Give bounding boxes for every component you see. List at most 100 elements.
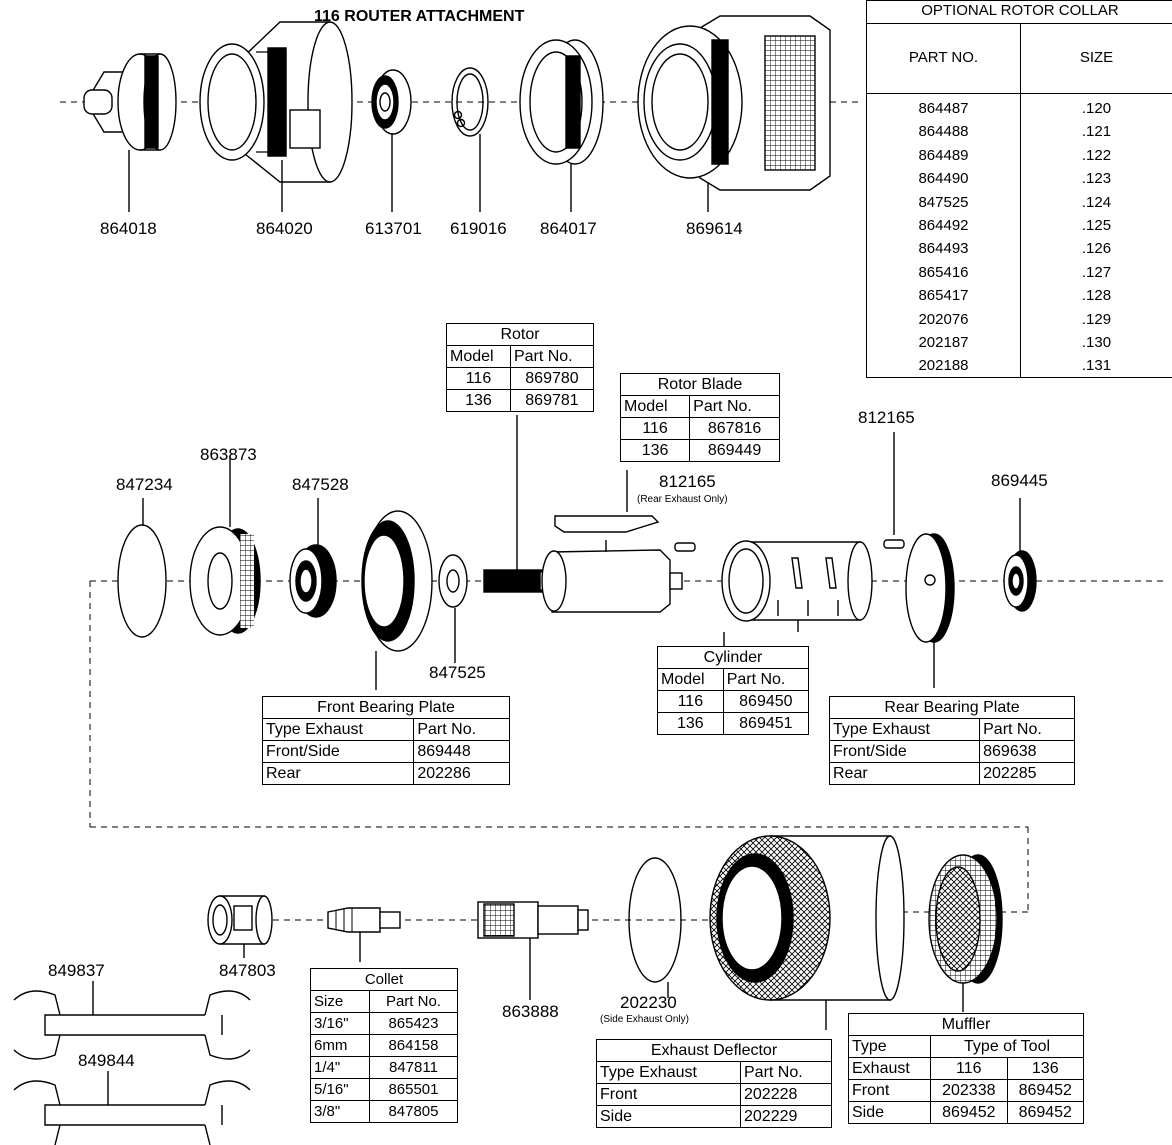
part-muffler bbox=[928, 854, 1003, 1012]
exhaust-deflector-col-part: Part No. bbox=[740, 1061, 832, 1084]
rear-exhaust-only-note: (Rear Exhaust Only) bbox=[637, 494, 728, 505]
front-bearing-col-type: Type Exhaust bbox=[261, 718, 415, 741]
part-863873 bbox=[189, 456, 261, 636]
part-label-619016: 619016 bbox=[450, 219, 507, 238]
part-847525 bbox=[438, 554, 468, 663]
rear-bearing-title: Rear Bearing Plate bbox=[829, 696, 1075, 719]
part-849844-wrench bbox=[13, 1071, 251, 1145]
exhaust-deflector-type: Side bbox=[596, 1105, 741, 1128]
collar-part: 865417 bbox=[918, 287, 969, 305]
collar-size: .123 bbox=[1081, 170, 1112, 188]
part-label-613701: 613701 bbox=[365, 219, 422, 238]
collar-size: .121 bbox=[1081, 123, 1112, 141]
collar-size: .128 bbox=[1081, 287, 1112, 305]
part-812165-pin bbox=[883, 432, 905, 549]
part-label-812165: 812165 bbox=[858, 408, 915, 427]
front-bearing-col-part: Part No. bbox=[413, 718, 510, 741]
collet-part: 847805 bbox=[368, 1100, 459, 1123]
cylinder-col-model: Model bbox=[657, 668, 724, 691]
part-rotor bbox=[483, 415, 683, 613]
collar-size: .124 bbox=[1081, 193, 1112, 211]
collet-part: 864158 bbox=[368, 1034, 459, 1057]
part-label-202230: 202230 bbox=[620, 993, 677, 1012]
side-exhaust-only-note: (Side Exhaust Only) bbox=[600, 1014, 689, 1025]
part-label-869445: 869445 bbox=[991, 471, 1048, 490]
collar-part: 202188 bbox=[918, 357, 969, 375]
rotor-model: 116 bbox=[446, 367, 511, 390]
rotor-part: 869780 bbox=[509, 367, 595, 390]
rear-bearing-col-part: Part No. bbox=[979, 718, 1075, 741]
part-812165-rear-pin bbox=[674, 542, 696, 552]
rotor-model: 136 bbox=[446, 389, 511, 412]
rotor-blade-title: Rotor Blade bbox=[620, 373, 780, 396]
collet-col-part: Part No. bbox=[368, 990, 459, 1013]
rotor-blade-col-model: Model bbox=[619, 395, 691, 418]
collet-size: 3/16" bbox=[310, 1012, 370, 1035]
part-label-847803: 847803 bbox=[219, 961, 276, 980]
rotor-title: Rotor bbox=[446, 323, 594, 346]
muffler-col-136: 136 bbox=[1006, 1057, 1085, 1080]
part-864018 bbox=[83, 53, 177, 212]
collar-part: 864492 bbox=[918, 216, 969, 234]
rear-bearing-part: 869638 bbox=[979, 740, 1075, 763]
muffler-title: Muffler bbox=[848, 1013, 1084, 1036]
collar-part: 864490 bbox=[918, 170, 969, 188]
rotor-part: 869781 bbox=[509, 389, 595, 412]
part-label-863888: 863888 bbox=[502, 1002, 559, 1021]
front-bearing-title: Front Bearing Plate bbox=[262, 696, 510, 719]
collar-col-part: PART NO. bbox=[867, 23, 1020, 94]
part-label-864020: 864020 bbox=[256, 219, 313, 238]
cylinder-col-part: Part No. bbox=[722, 668, 810, 691]
collet-size: 5/16" bbox=[310, 1078, 370, 1101]
cylinder-model: 136 bbox=[657, 712, 724, 735]
collar-part: 202187 bbox=[918, 333, 969, 351]
collar-part: 865416 bbox=[918, 263, 969, 281]
part-864017 bbox=[519, 39, 604, 212]
rotor-col-part: Part No. bbox=[509, 345, 595, 368]
collet-size: 3/8" bbox=[310, 1100, 370, 1123]
collar-part: 864489 bbox=[918, 146, 969, 164]
part-847803 bbox=[207, 895, 273, 958]
part-front-bearing-plate bbox=[361, 510, 433, 688]
collet-size: 1/4" bbox=[310, 1056, 370, 1079]
part-label-849837: 849837 bbox=[48, 961, 105, 980]
collar-size: .122 bbox=[1081, 146, 1112, 164]
muffler-part: 202338 bbox=[930, 1079, 1008, 1102]
rear-bearing-type: Front/Side bbox=[828, 740, 981, 763]
part-label-847528: 847528 bbox=[292, 475, 349, 494]
muffler-type: Front bbox=[847, 1079, 932, 1102]
part-exhaust-deflector bbox=[709, 835, 905, 1030]
part-label-847525: 847525 bbox=[429, 663, 486, 682]
exhaust-deflector-title: Exhaust Deflector bbox=[596, 1039, 832, 1062]
part-label-864018: 864018 bbox=[100, 219, 157, 238]
part-rotor-blade bbox=[554, 470, 660, 533]
muffler-part: 869452 bbox=[1006, 1101, 1085, 1124]
collar-part: 864487 bbox=[918, 100, 969, 117]
part-cylinder bbox=[721, 540, 873, 632]
collar-size: .126 bbox=[1081, 240, 1112, 258]
collar-part: 847525 bbox=[918, 193, 969, 211]
rotor-blade-model: 116 bbox=[619, 417, 691, 440]
part-847528 bbox=[289, 498, 337, 618]
collet-part: 847811 bbox=[368, 1056, 459, 1079]
part-collet bbox=[327, 907, 401, 962]
rear-bearing-col-type: Type Exhaust bbox=[828, 718, 981, 741]
collar-col-size: SIZE bbox=[1020, 23, 1172, 94]
part-847234 bbox=[117, 498, 167, 638]
collar-size: .129 bbox=[1081, 310, 1112, 328]
part-label-849844: 849844 bbox=[78, 1051, 135, 1070]
muffler-part: 869452 bbox=[1006, 1079, 1085, 1102]
collet-part: 865423 bbox=[368, 1012, 459, 1035]
exhaust-deflector-part: 202229 bbox=[740, 1105, 832, 1128]
part-label-847234: 847234 bbox=[116, 475, 173, 494]
muffler-part: 869452 bbox=[930, 1101, 1008, 1124]
part-869445 bbox=[1003, 498, 1037, 612]
front-bearing-type: Rear bbox=[261, 762, 415, 785]
rotor-blade-part: 867816 bbox=[689, 417, 780, 440]
muffler-col-tool: Type of Tool bbox=[930, 1035, 1084, 1058]
